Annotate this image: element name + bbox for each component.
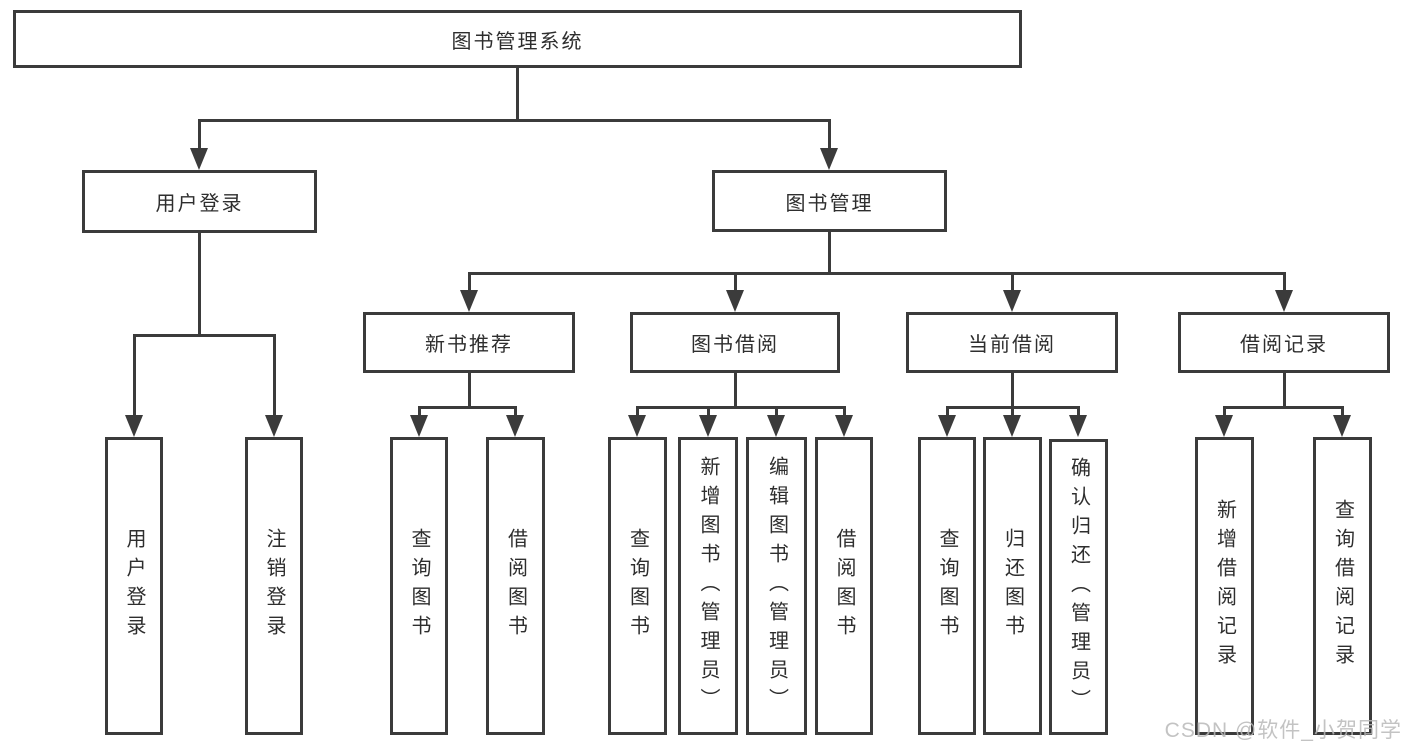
leaf-newbook-borrow-books-label: 借阅图书 — [504, 528, 527, 644]
leaf-records-query-record-label: 查询借阅记录 — [1331, 499, 1354, 673]
connector-line — [1222, 407, 1226, 421]
node-root-library-system: 图书管理系统 — [13, 10, 1022, 68]
arrowhead-down-icon — [938, 415, 956, 437]
arrowhead-down-icon — [1003, 290, 1021, 312]
connector-line — [197, 120, 201, 154]
arrowhead-down-icon — [726, 290, 744, 312]
leaf-user-login-label: 用户登录 — [123, 528, 145, 644]
arrowhead-down-icon — [699, 415, 717, 437]
connector-line — [774, 407, 778, 421]
node-borrow-records: 借阅记录 — [1178, 312, 1390, 373]
arrowhead-down-icon — [1069, 415, 1087, 437]
leaf-current-query-books: 查询图书 — [918, 437, 976, 735]
leaf-borrow-query-books-label: 查询图书 — [626, 528, 649, 644]
leaf-newbook-query-books-label: 查询图书 — [408, 528, 430, 644]
leaf-current-query-books-label: 查询图书 — [936, 528, 958, 644]
connector-line — [1076, 407, 1080, 421]
connector-line — [842, 407, 846, 421]
connector-line — [1282, 273, 1286, 296]
connector-line — [1340, 407, 1344, 421]
arrowhead-down-icon — [1275, 290, 1293, 312]
arrowhead-down-icon — [1333, 415, 1351, 437]
connector-line — [733, 273, 737, 296]
arrowhead-down-icon — [1215, 415, 1233, 437]
arrowhead-down-icon — [767, 415, 785, 437]
node-book-borrow: 图书借阅 — [630, 312, 840, 373]
connector-line — [197, 233, 201, 336]
node-book-management: 图书管理 — [712, 170, 947, 232]
connector-line — [417, 405, 517, 409]
arrowhead-down-icon — [506, 415, 524, 437]
leaf-records-query-record: 查询借阅记录 — [1313, 437, 1372, 735]
leaf-records-add-record-label: 新增借阅记录 — [1213, 499, 1236, 673]
arrowhead-down-icon — [460, 290, 478, 312]
connector-line — [467, 373, 471, 408]
arrowhead-down-icon — [835, 415, 853, 437]
connector-line — [467, 271, 1286, 275]
leaf-newbook-borrow-books: 借阅图书 — [486, 437, 545, 735]
leaf-current-return-books-label: 归还图书 — [1001, 528, 1024, 644]
connector-line — [132, 333, 276, 337]
leaf-borrow-edit-books-admin-label: 编辑图书（管理员） — [765, 455, 788, 717]
connector-line — [945, 407, 949, 421]
leaf-borrow-borrow-books: 借阅图书 — [815, 437, 873, 735]
node-user-login: 用户登录 — [82, 170, 317, 233]
leaf-borrow-add-books-admin: 新增图书（管理员） — [678, 437, 738, 735]
connector-line — [515, 68, 519, 121]
leaf-borrow-borrow-books-label: 借阅图书 — [833, 528, 855, 644]
node-current-borrow: 当前借阅 — [906, 312, 1118, 373]
leaf-logout: 注销登录 — [245, 437, 303, 735]
leaf-current-return-books: 归还图书 — [983, 437, 1042, 735]
leaf-borrow-edit-books-admin: 编辑图书（管理员） — [746, 437, 807, 735]
connector-line — [706, 407, 710, 421]
leaf-borrow-add-books-admin-label: 新增图书（管理员） — [697, 455, 719, 717]
connector-line — [272, 335, 276, 421]
arrowhead-down-icon — [628, 415, 646, 437]
connector-line — [827, 232, 831, 274]
arrowhead-down-icon — [1003, 415, 1021, 437]
arrowhead-down-icon — [190, 148, 208, 170]
connector-line — [733, 373, 737, 408]
arrowhead-down-icon — [125, 415, 143, 437]
leaf-current-confirm-return-admin: 确认归还（管理员） — [1049, 439, 1108, 735]
connector-line — [1010, 407, 1014, 421]
watermark: CSDN @软件_小贺同学 — [1164, 719, 1402, 742]
leaf-borrow-query-books: 查询图书 — [608, 437, 667, 735]
connector-line — [1222, 405, 1344, 409]
leaf-newbook-query-books: 查询图书 — [390, 437, 448, 735]
connector-line — [635, 405, 846, 409]
node-new-book-recommend: 新书推荐 — [363, 312, 575, 373]
connector-line — [1010, 373, 1014, 408]
arrowhead-down-icon — [410, 415, 428, 437]
connector-line — [1010, 273, 1014, 296]
leaf-records-add-record: 新增借阅记录 — [1195, 437, 1254, 735]
leaf-current-confirm-return-admin-label: 确认归还（管理员） — [1067, 456, 1090, 718]
connector-line — [513, 407, 517, 421]
connector-line — [827, 120, 831, 154]
connector-line — [132, 335, 136, 421]
leaf-logout-label: 注销登录 — [263, 528, 285, 644]
leaf-user-login: 用户登录 — [105, 437, 163, 735]
connector-line — [1282, 373, 1286, 408]
arrowhead-down-icon — [265, 415, 283, 437]
connector-line — [417, 407, 421, 421]
connector-line — [197, 118, 831, 122]
connector-line — [635, 407, 639, 421]
connector-line — [467, 273, 471, 296]
arrowhead-down-icon — [820, 148, 838, 170]
